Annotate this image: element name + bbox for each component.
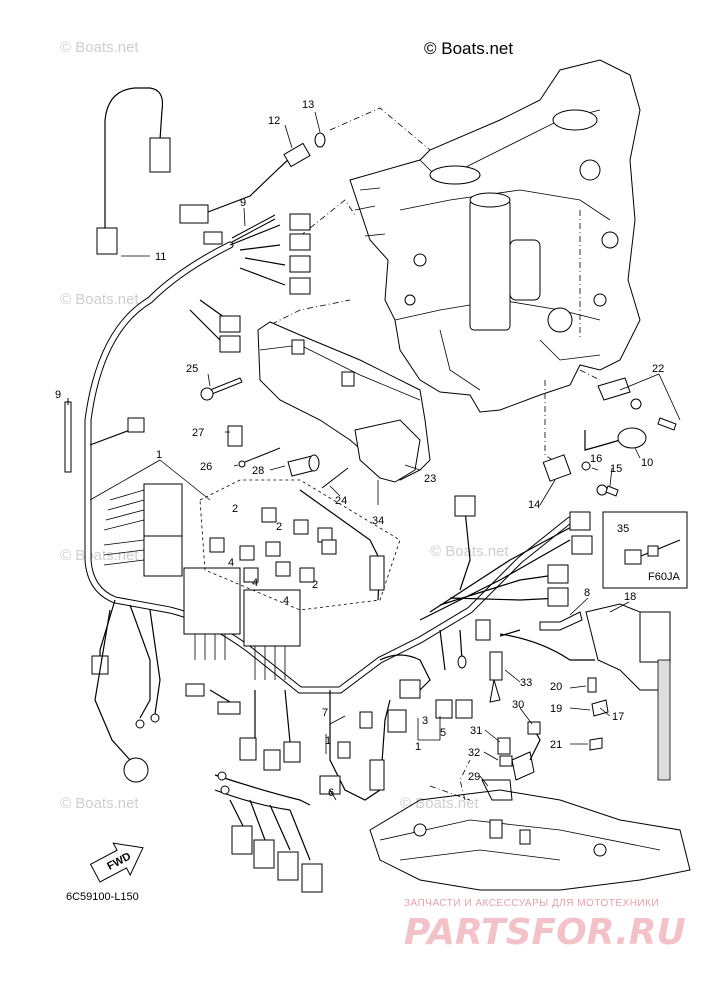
brand-logo: PARTSFOR.RU — [404, 912, 686, 953]
callout-2-c: 2 — [312, 579, 318, 591]
callout-12: 12 — [268, 115, 280, 127]
callout-6: 6 — [328, 787, 334, 799]
upper-branch-connectors — [203, 213, 311, 353]
callout-16: 16 — [590, 453, 602, 465]
watermark-lower-left: © Boats.net — [60, 547, 139, 564]
watermark-bottom-right: © Boats.net — [400, 795, 479, 812]
o-ring-13 — [314, 132, 326, 148]
lower-left-harness — [91, 599, 407, 893]
callout-32: 32 — [468, 747, 480, 759]
callout-17: 17 — [612, 711, 624, 723]
sensor-12 — [283, 142, 311, 168]
callout-15: 15 — [610, 463, 622, 475]
leader-13 — [314, 111, 321, 133]
callout-33: 33 — [520, 677, 532, 689]
diagram-code: 6C59100-L150 — [66, 891, 139, 903]
watermark-mid-left: © Boats.net — [60, 291, 139, 308]
callout-26: 26 — [200, 461, 212, 473]
callout-4-a: 4 — [228, 557, 234, 569]
connector-35 — [624, 549, 642, 565]
callout-24: 24 — [335, 495, 347, 507]
callout-18: 18 — [624, 591, 636, 603]
right-harness-connectors — [419, 495, 593, 621]
connector-10-small — [179, 204, 209, 224]
callout-19: 19 — [550, 703, 562, 715]
callout-14: 14 — [528, 499, 540, 511]
callout-23: 23 — [424, 473, 436, 485]
watermark-bottom-left: © Boats.net — [60, 795, 139, 812]
ref-line-9 — [299, 199, 356, 237]
lead-wire-11 — [104, 87, 164, 230]
sensor-group-22 — [542, 377, 677, 497]
callout-8: 8 — [584, 587, 590, 599]
cover-bracket-23 — [257, 321, 431, 483]
connector-11 — [96, 227, 118, 255]
ref-line-22 — [579, 369, 601, 381]
callout-30: 30 — [512, 699, 524, 711]
callout-9-upper: 9 — [240, 197, 246, 209]
relay-group-box — [199, 479, 401, 611]
engine-block-illustration — [349, 59, 641, 413]
callout-1-top: 1 — [156, 449, 162, 461]
bracket-group-18 — [499, 603, 671, 781]
branch-wire-left — [89, 429, 131, 446]
callout-29: 29 — [468, 771, 480, 783]
watermark-top-left: © Boats.net — [60, 39, 139, 56]
inset-box-f60ja — [602, 511, 688, 589]
callout-3: 3 — [422, 715, 428, 727]
callout-35: 35 — [617, 523, 629, 535]
leader-12 — [284, 124, 293, 149]
connector-left-small — [127, 417, 145, 433]
callout-4-b: 4 — [252, 577, 258, 589]
callout-2-b: 2 — [276, 521, 282, 533]
callout-11: 11 — [155, 251, 166, 263]
ecu-relay-block — [103, 483, 301, 680]
callout-20: 20 — [550, 681, 562, 693]
main-wire-harness — [84, 224, 574, 694]
relay-harness-sleeve — [369, 555, 385, 591]
sensor-wire-12 — [207, 157, 291, 213]
callout-13: 13 — [302, 99, 314, 111]
callout-2-a: 2 — [232, 503, 238, 515]
cable-tie-9-upper — [231, 214, 276, 239]
callout-4-c: 4 — [283, 595, 289, 607]
brand-subtitle: ЗАПЧАСТИ И АКСЕССУАРЫ ДЛЯ МОТОТЕХНИКИ — [404, 898, 659, 909]
cable-tie-9-left — [64, 401, 72, 473]
bottom-cowling-illustration — [369, 789, 691, 891]
callout-1-mid: 1 — [415, 741, 421, 753]
callout-25: 25 — [186, 363, 198, 375]
tie-26 — [244, 447, 281, 463]
ref-line-13 — [329, 107, 431, 151]
fwd-arrow-icon: FWD — [89, 842, 144, 883]
callout-5: 5 — [440, 727, 446, 739]
callout-22: 22 — [652, 363, 664, 375]
callout-10: 10 — [641, 457, 653, 469]
clip-24 — [321, 467, 349, 489]
connector-11b — [149, 137, 171, 173]
callout-9-left: 9 — [55, 389, 61, 401]
clip-27 — [227, 425, 243, 447]
relay-connectors — [209, 507, 337, 583]
inset-code-f60ja: F60JA — [648, 571, 680, 583]
leader-lines — [67, 207, 681, 801]
callout-34: 34 — [372, 515, 384, 527]
callout-7: 7 — [322, 707, 328, 719]
copyright-credit: © Boats.net — [424, 39, 513, 58]
callout-numbers: 11 12 13 9 9 25 27 26 28 24 34 23 1 2 2 … — [55, 99, 680, 799]
callout-1-low: 1 — [325, 735, 331, 747]
bolt-25 — [209, 377, 243, 395]
callout-28: 28 — [252, 465, 264, 477]
callout-27: 27 — [192, 427, 204, 439]
callout-21: 21 — [550, 739, 562, 751]
callout-31: 31 — [470, 725, 482, 737]
ref-line-29 — [459, 759, 471, 801]
